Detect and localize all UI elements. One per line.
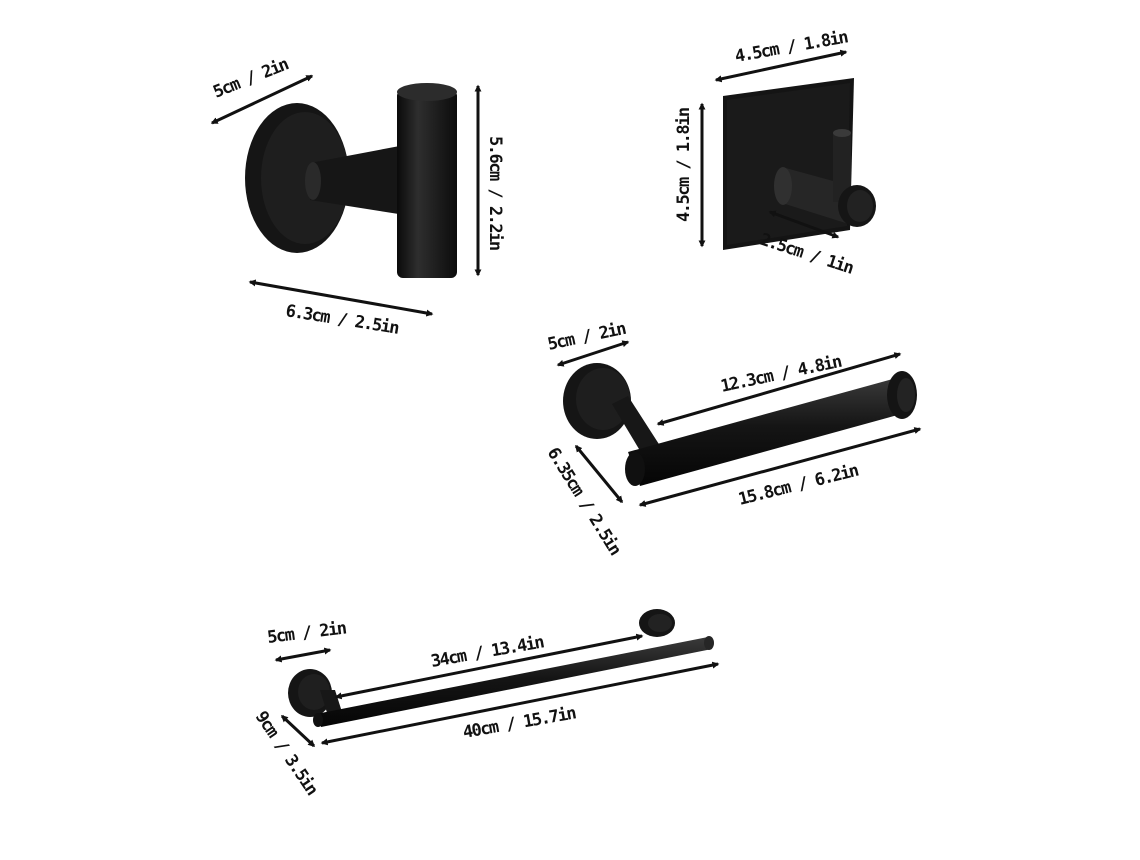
towel-bar-product <box>288 609 714 727</box>
robe-hook-depth-label: 6.3cm / 2.5in <box>284 301 400 339</box>
robe-hook-height-label: 5.6cm / 2.2in <box>485 136 505 250</box>
adhesive-hook-product <box>723 78 876 250</box>
adhesive-hook-width-label: 4.5cm / 1.8in <box>733 27 849 66</box>
robe-hook-base-face <box>261 112 349 244</box>
robe-hook-base-label: 5cm / 2in <box>210 55 291 103</box>
robe-hook-product <box>245 83 457 278</box>
robe-hook-arm <box>310 145 405 215</box>
adhesive-hook-post <box>833 132 851 202</box>
tp-holder-projection-arrow <box>574 444 624 504</box>
tp-holder-base-label: 5cm / 2in <box>546 319 627 355</box>
adhesive-hook-depth-label: 2.5cm / 1in <box>757 230 855 279</box>
towel-bar-overall-label: 40cm / 15.7in <box>461 703 577 742</box>
adhesive-hook-depth-arrow <box>768 210 840 239</box>
tp-holder-projection-label: 6.35cm / 2.5in <box>543 444 625 559</box>
tp-holder-bar-arrow <box>656 352 902 426</box>
towel-bar-base-arrow <box>274 647 332 663</box>
tp-holder-overall-arrow <box>638 427 922 507</box>
towel-bar-projection-arrow <box>280 714 316 748</box>
robe-hook-post-top <box>397 83 457 101</box>
adhesive-hook-width-arrow <box>714 49 848 83</box>
tp-holder-bar-end <box>625 452 645 486</box>
robe-hook-post <box>397 90 457 278</box>
towel-bar-base-label: 5cm / 2in <box>266 618 347 647</box>
towel-bar-overall-arrow <box>320 661 720 746</box>
robe-hook-base-arrow <box>210 74 314 125</box>
tp-holder-bar-label: 12.3cm / 4.8in <box>719 352 843 397</box>
adhesive-hook-height-label: 4.5cm / 1.8in <box>674 108 694 222</box>
robe-hook-depth-arrow <box>248 279 434 317</box>
tp-holder-base-arrow <box>556 340 630 367</box>
tp-holder-overall-label: 15.8cm / 6.2in <box>736 461 860 510</box>
